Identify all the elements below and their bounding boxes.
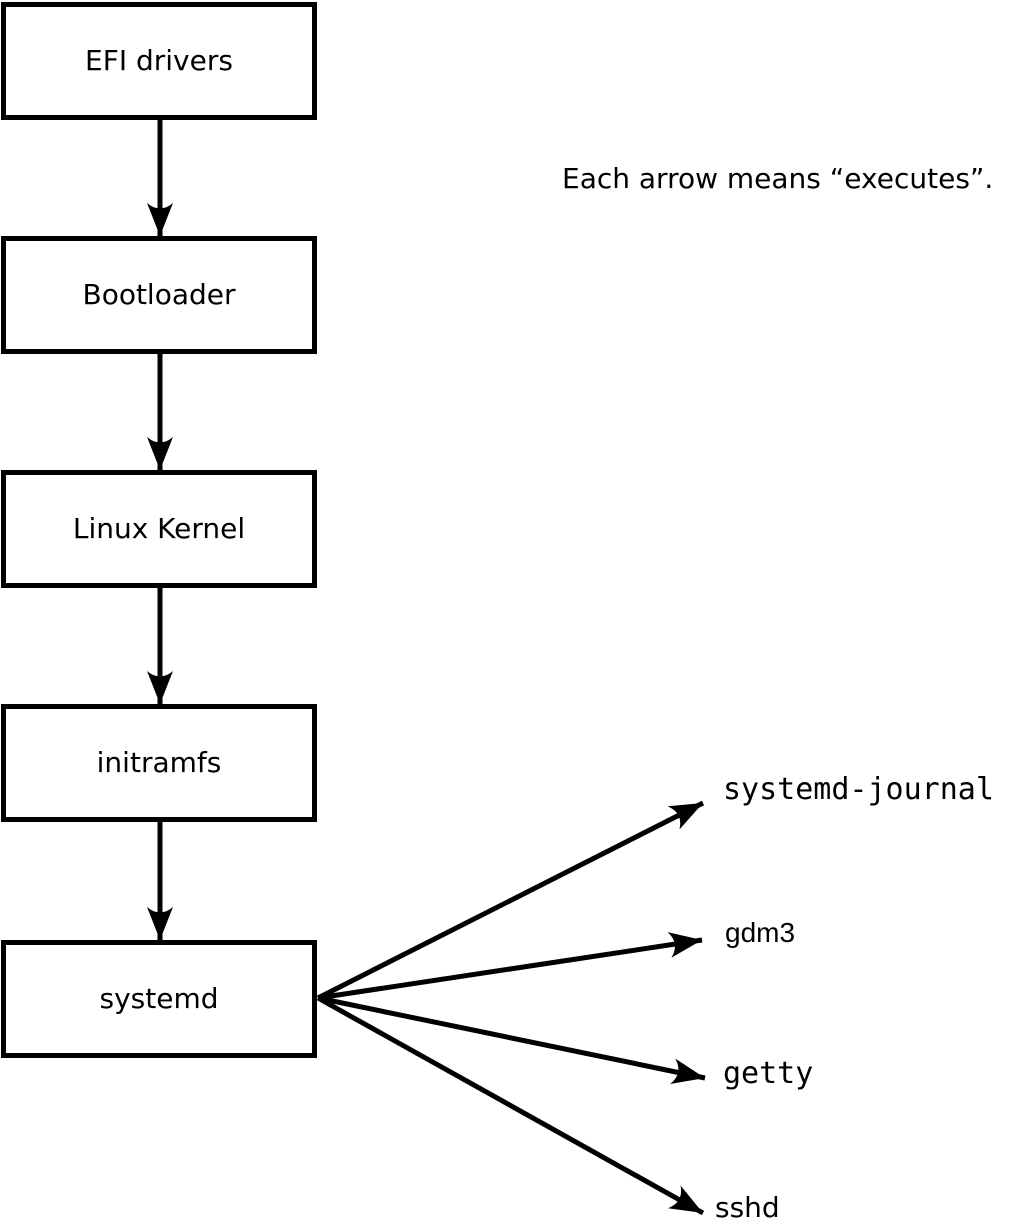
arrow-systemd-to-systemd-journal [316,800,705,1001]
arrow-systemd-to-getty [317,995,706,1085]
node-systemd: systemd [1,940,317,1058]
node-label: Bootloader [82,278,236,311]
node-label: EFI drivers [85,44,233,77]
node-label: initramfs [96,746,222,779]
legend-note: Each arrow means “executes”. [562,162,994,195]
process-label-gdm3: gdm3 [725,917,796,948]
node-label: Linux Kernel [72,512,246,545]
arrow-systemd-to-sshd [316,995,705,1216]
node-linux-kernel: Linux Kernel [1,470,317,588]
process-label-sshd: sshd [715,1191,780,1224]
process-label-getty: getty [723,1056,814,1091]
node-label: systemd [99,982,219,1015]
node-efi-drivers: EFI drivers [1,2,317,120]
process-label-systemd-journal: systemd-journal [723,772,994,807]
node-initramfs: initramfs [1,704,317,822]
arrow-systemd-to-gdm3 [317,932,703,1001]
node-bootloader: Bootloader [1,236,317,354]
